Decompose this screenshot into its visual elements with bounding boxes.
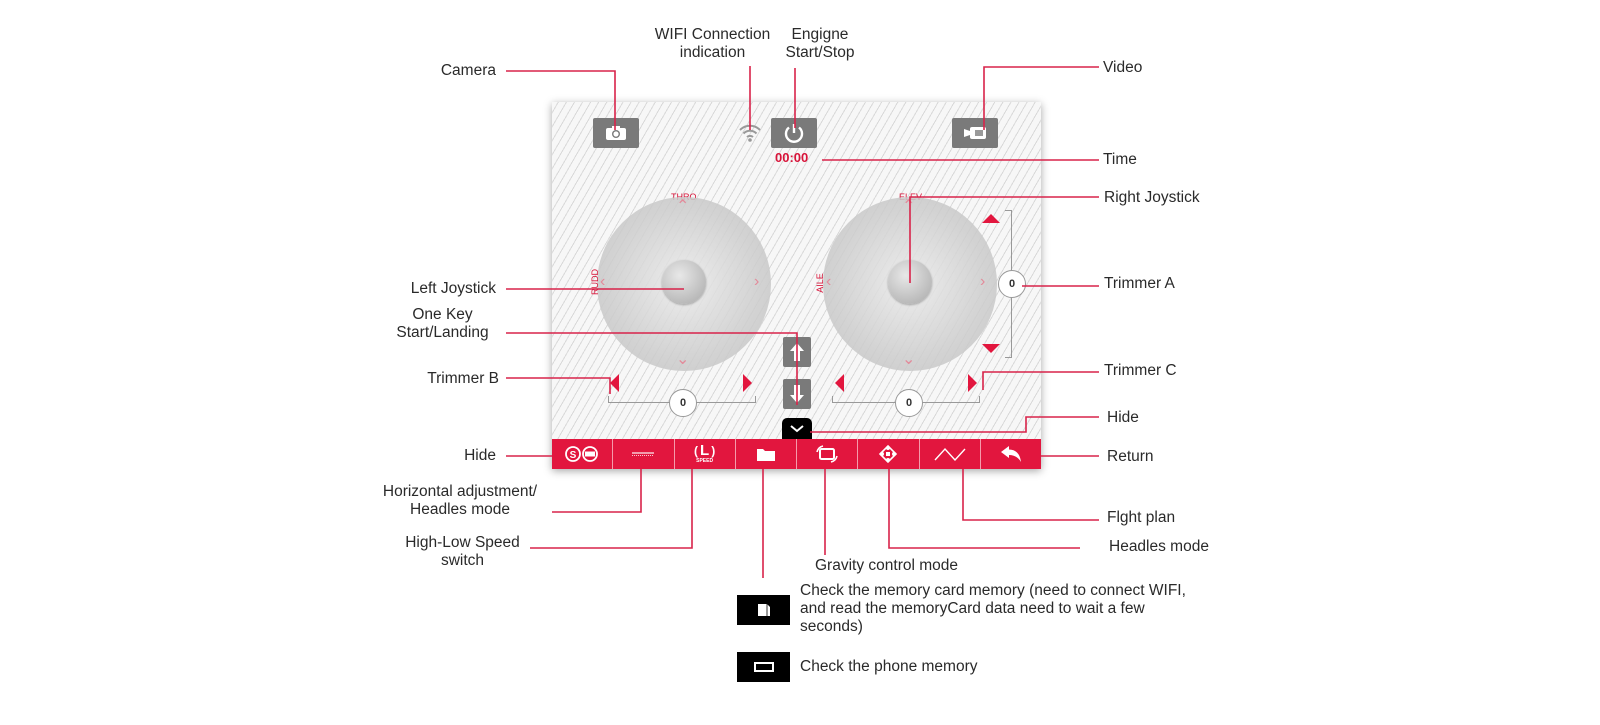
sd-phone-toggle-button[interactable]: S [552, 439, 614, 469]
label-speed-line2: switch [440, 552, 485, 569]
label-one-key: One Key Start/Landing [385, 306, 500, 342]
speed-letter: L [700, 442, 710, 459]
trimmer-b-right-arrow[interactable] [743, 374, 752, 392]
label-horizontal-line1: Horizontal adjustment/ [382, 483, 538, 500]
memory-card-description-line3: seconds) [800, 618, 863, 635]
label-one-key-line2: Start/Landing [396, 324, 489, 341]
memory-card-icon [757, 604, 770, 616]
trimmer-b-value: 0 [669, 389, 697, 417]
power-icon [784, 124, 804, 143]
one-key-takeoff-button[interactable] [783, 337, 811, 367]
camera-icon [606, 126, 626, 140]
label-gravity: Gravity control mode [815, 557, 958, 574]
memory-card-description-line1: Check the memory card memory (need to co… [800, 582, 1186, 599]
label-horizontal-line2: Headles mode [410, 501, 510, 518]
label-horizontal: Horizontal adjustment/ Headles mode [370, 483, 550, 519]
left-joystick-up-chevron: ⌃ [676, 198, 690, 215]
gravity-icon [816, 445, 838, 463]
speed-caption: SPEED [696, 458, 714, 464]
gravity-mode-button[interactable] [797, 439, 859, 469]
label-video: Video [1103, 59, 1143, 76]
trimmer-b-left-arrow[interactable] [610, 374, 619, 392]
label-return: Return [1107, 448, 1154, 465]
label-headless: Headles mode [1109, 538, 1209, 555]
video-button[interactable] [952, 118, 998, 148]
memory-card-description: Check the memory card memory (need to co… [800, 582, 1186, 636]
headless-mode-button[interactable] [858, 439, 920, 469]
leader-speed [530, 469, 693, 549]
right-joystick-right-chevron: › [980, 273, 986, 290]
trimmer-a-up-arrow[interactable] [982, 214, 1000, 223]
left-joystick-knob[interactable] [662, 260, 706, 304]
label-trimmer-b: Trimmer B [427, 370, 499, 387]
memory-card-legend-icon [737, 595, 790, 625]
folder-button[interactable] [736, 439, 797, 469]
label-speed-line1: High-Low Speed [405, 534, 520, 551]
left-joystick-left-chevron: ‹ [600, 273, 606, 290]
phone-memory-legend-icon [737, 652, 790, 682]
trimmer-c-left-arrow[interactable] [835, 374, 844, 392]
return-icon [1000, 446, 1021, 462]
speed-switch-button[interactable]: (L) SPEED [675, 439, 736, 469]
return-button[interactable] [981, 439, 1041, 469]
label-right-joystick: Right Joystick [1104, 189, 1200, 206]
engine-start-stop-button[interactable] [771, 118, 817, 148]
leader-horizontal [552, 469, 642, 513]
trimmer-a-value: 0 [998, 270, 1026, 298]
right-joystick-knob[interactable] [888, 260, 932, 304]
headless-icon [879, 444, 898, 464]
horizontal-adjust-icon [632, 452, 655, 456]
sd-phone-toggle-icon: S [565, 446, 599, 462]
video-icon [964, 127, 986, 139]
hide-toolbar-tab[interactable] [782, 418, 812, 439]
label-camera: Camera [440, 62, 496, 79]
flight-plan-button[interactable] [920, 439, 981, 469]
label-one-key-line1: One Key [412, 306, 473, 323]
label-left-joystick: Left Joystick [410, 280, 496, 297]
aileron-label: AILE [814, 273, 825, 293]
flight-timer: 00:00 [775, 150, 809, 165]
rudder-label: RUDD [590, 269, 600, 295]
leader-flight-plan [962, 469, 1099, 521]
controller-screen: 00:00 THRO ⌃ ⌄ ‹ › RUDD ELEV ⌃ ⌄ ‹ › AIL… [552, 102, 1041, 469]
phone-memory-icon [753, 662, 774, 672]
label-wifi-line2: indication [679, 44, 746, 61]
label-time: Time [1103, 151, 1137, 168]
wifi-icon [738, 122, 762, 147]
trimmer-c-right-arrow[interactable] [968, 374, 977, 392]
label-engine-line2: Start/Stop [785, 44, 855, 61]
arrow-down-icon [790, 385, 804, 403]
right-joystick-left-chevron: ‹ [826, 273, 832, 290]
label-engine: Engigne Start/Stop [775, 26, 865, 62]
horizontal-adjust-button[interactable] [613, 439, 675, 469]
one-key-landing-button[interactable] [783, 379, 811, 409]
right-joystick-down-chevron: ⌄ [902, 351, 916, 368]
speed-icon: (L) [694, 442, 716, 459]
chevron-down-icon [790, 424, 804, 432]
flight-plan-icon [934, 447, 966, 461]
bottom-toolbar: S (L) SPEED [552, 439, 1041, 469]
svg-text:S: S [570, 450, 577, 461]
label-engine-line1: Engigne [791, 26, 849, 43]
left-joystick-right-chevron: › [754, 273, 760, 290]
label-wifi-line1: WIFI Connection [654, 26, 771, 43]
folder-icon [756, 448, 775, 461]
label-hide-right: Hide [1107, 409, 1139, 426]
label-speed: High-Low Speed switch [395, 534, 530, 570]
camera-button[interactable] [593, 118, 639, 148]
trimmer-a-down-arrow[interactable] [982, 344, 1000, 353]
label-trimmer-c: Trimmer C [1104, 362, 1177, 379]
trimmer-c-value: 0 [895, 389, 923, 417]
right-joystick-up-chevron: ⌃ [902, 198, 916, 215]
phone-memory-description: Check the phone memory [800, 658, 978, 675]
label-trimmer-a: Trimmer A [1104, 275, 1175, 292]
label-flight-plan: Flght plan [1107, 509, 1176, 526]
label-wifi: WIFI Connection indication [640, 26, 785, 62]
arrow-up-icon [790, 343, 804, 361]
leader-headless [888, 469, 1080, 549]
left-joystick-down-chevron: ⌄ [676, 351, 690, 368]
label-hide-left: Hide [464, 447, 496, 464]
memory-card-description-line2: and read the memoryCard data need to wai… [800, 600, 1145, 617]
